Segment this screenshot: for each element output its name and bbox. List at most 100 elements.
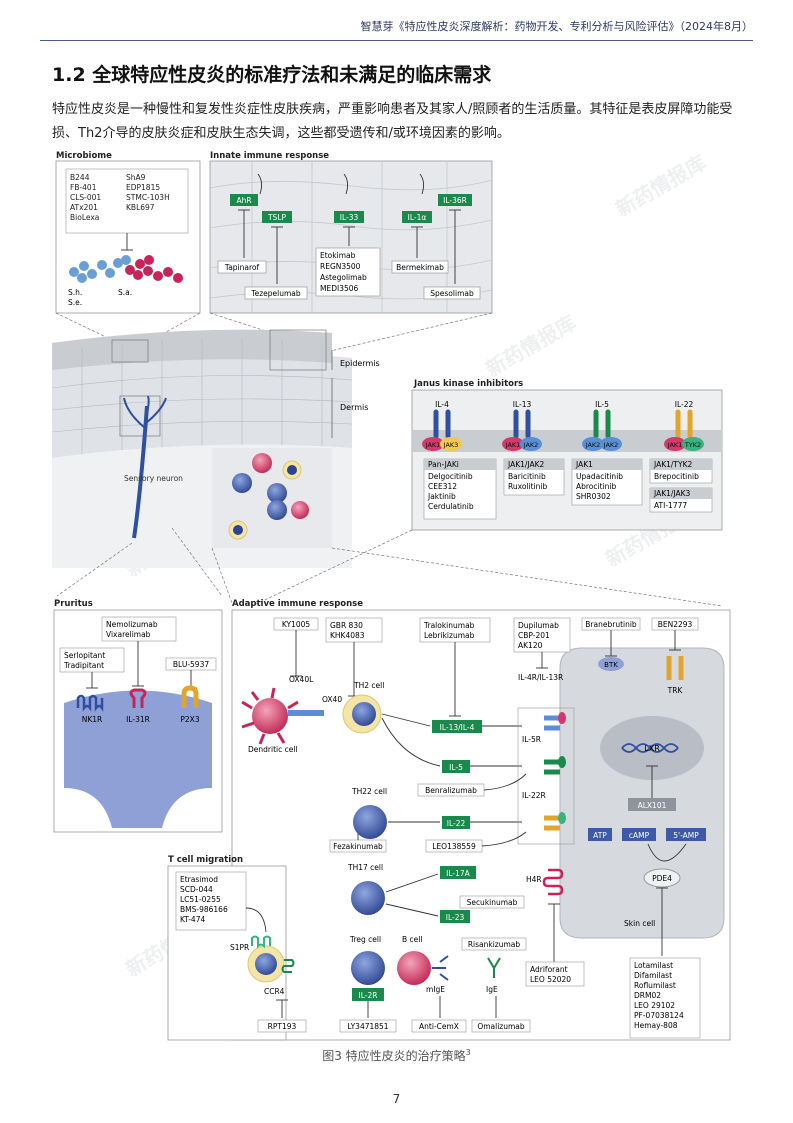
kinase-tyk2: TYK2	[684, 441, 701, 449]
drug-dupi: CBP-201	[518, 631, 550, 640]
h4r-receptor	[542, 868, 564, 896]
microbiome-title: Microbiome	[56, 151, 112, 161]
drug-anticemx: Anti-CemX	[419, 1022, 459, 1031]
pan-jak-drug: Cerdulatinib	[428, 502, 474, 511]
caption-text: 图3 特应性皮炎的治疗策略	[322, 1049, 466, 1063]
pde4-drug: LEO 29102	[634, 1001, 675, 1010]
target-il33: IL-33	[340, 213, 359, 222]
drug-risankizumab: Risankizumab	[468, 940, 521, 949]
jak1-drug: Upadacitinib	[576, 472, 623, 481]
cytokine-il22: IL-22	[447, 819, 466, 828]
pruritus-drug: Tradipitant	[63, 661, 104, 670]
figure-caption: 图3 特应性皮炎的治疗策略3	[0, 1047, 793, 1064]
neuron-terminal	[64, 690, 212, 828]
kinase-jak1: JAK1	[425, 441, 441, 449]
skin-cell	[559, 647, 725, 939]
drug-il33: MEDI3506	[320, 284, 359, 293]
drug-bermekimab: Bermekimab	[396, 263, 444, 272]
jak1tyk2-title: JAK1/TYK2	[653, 460, 693, 469]
epidermis-label: Epidermis	[340, 359, 380, 368]
th17-cell	[351, 881, 385, 915]
pde4-drug: Roflumilast	[634, 981, 676, 990]
treg-cell	[351, 951, 385, 985]
drug-blu5937: BLU-5937	[173, 660, 209, 669]
jak-cytokine: IL-13	[513, 400, 532, 409]
treg-label: Treg cell	[349, 935, 381, 944]
ox40l-label: OX40L	[289, 675, 314, 684]
drug-h4r: Adriforant	[530, 965, 568, 974]
cytokine-il17a: IL-17A	[446, 869, 471, 878]
bacteria-label: S.e.	[68, 298, 82, 307]
ige-antibody	[487, 957, 501, 978]
p2x3-receptor	[181, 685, 199, 708]
receptor-label: P2X3	[180, 715, 199, 724]
migE-label: mIgE	[426, 985, 445, 994]
camp-label: cAMP	[629, 831, 650, 840]
sensory-neuron-text: Sensory neuron	[124, 474, 183, 483]
jak1-drug: Abrocitinib	[576, 482, 616, 491]
amp-label: 5'-AMP	[673, 831, 699, 840]
trk-label: TRK	[667, 686, 684, 695]
innate-targets: AhR TSLP IL-33 IL-1α IL-36R	[230, 194, 472, 223]
pan-jak-title: Pan-JAKi	[428, 460, 459, 469]
body-paragraph: 特应性皮炎是一种慢性和复发性炎症性皮肤疾病，严重影响患者及其家人/照顾者的生活质…	[52, 102, 733, 141]
drug-il33: REGN3500	[320, 262, 361, 271]
drug-dupi: AK120	[518, 641, 543, 650]
il2r-label: IL-2R	[359, 991, 378, 1000]
pruritus-drug: Vixarelimab	[106, 630, 151, 639]
tcell-title: T cell migration	[168, 855, 243, 865]
kinase-jak3: JAK3	[443, 441, 459, 449]
kinase-jak2: JAK2	[523, 441, 539, 449]
receptor-label: IL-31R	[126, 715, 150, 724]
drug-ben2293: BEN2293	[658, 620, 693, 629]
microbiome-drug: KBL697	[126, 203, 155, 212]
drug-tezepelumab: Tezepelumab	[250, 289, 301, 298]
microbiome-drug: EDP1815	[126, 183, 160, 192]
nk1r-receptor	[76, 694, 104, 712]
drug-ky1005: KY1005	[282, 620, 311, 629]
adaptive-title: Adaptive immune response	[232, 599, 363, 609]
th2-label: TH2 cell	[353, 681, 384, 690]
innate-title: Innate immune response	[210, 151, 329, 161]
jak-cytokine: IL-5	[595, 400, 609, 409]
jak13-title: JAK1/JAK3	[653, 489, 691, 498]
il31r-receptor	[129, 688, 147, 708]
lxr-label: LXR	[644, 744, 660, 753]
pan-jak-drug: Delgocitinib	[428, 472, 473, 481]
pruritus-title: Pruritus	[54, 599, 93, 609]
pan-jak-drug: CEE312	[428, 482, 457, 491]
il4r-label: IL-4R/IL-13R	[518, 673, 563, 682]
microbiome-drug: B244	[70, 173, 90, 182]
pde4-label: PDE4	[652, 874, 672, 883]
dendritic-label: Dendritic cell	[248, 745, 298, 754]
skin-cell-nucleus	[600, 716, 704, 780]
jak-cytokine: IL-22	[675, 400, 694, 409]
tcell-drug: LC51-0255	[180, 895, 221, 904]
drug-gbr: KHK4083	[330, 631, 365, 640]
microbiome-drug: STMC-103H	[126, 193, 170, 202]
il5r-label: IL-5R	[522, 735, 541, 744]
pde4-drug: DRM02	[634, 991, 661, 1000]
pde4-drug: Lotamilast	[634, 961, 673, 970]
tcell-drug: KT-474	[180, 915, 205, 924]
drug-ly3471851: LY3471851	[347, 1022, 388, 1031]
pan-jak-drug: Jaktinib	[427, 492, 456, 501]
drug-dupi: Dupilumab	[518, 621, 559, 630]
bacteria-cluster	[69, 255, 183, 283]
microbiome-drug: BioLexa	[70, 213, 99, 222]
pde4-drug: Difamilast	[634, 971, 672, 980]
drug-benralizumab: Benralizumab	[425, 786, 477, 795]
btk-label: BTK	[604, 661, 618, 669]
header-rule	[40, 40, 753, 41]
bacteria-label: S.a.	[118, 288, 132, 297]
jak-cytokine: IL-4	[435, 400, 449, 409]
atp-label: ATP	[593, 831, 607, 840]
microbiome-drug: CLS-001	[70, 193, 101, 202]
dendritic-cell	[241, 687, 299, 745]
drug-tralo: Lebrikizumab	[424, 631, 475, 640]
jak1-title: JAK1	[575, 460, 593, 469]
jak1tyk2-drug: Brepocitinib	[654, 472, 699, 481]
treatment-strategy-figure: Microbiome B244 FB-401 CLS-001 ATx201 Bi…	[51, 148, 742, 1043]
drug-leo138559: LEO138559	[432, 842, 476, 851]
kinase-jak1: JAK1	[505, 441, 521, 449]
